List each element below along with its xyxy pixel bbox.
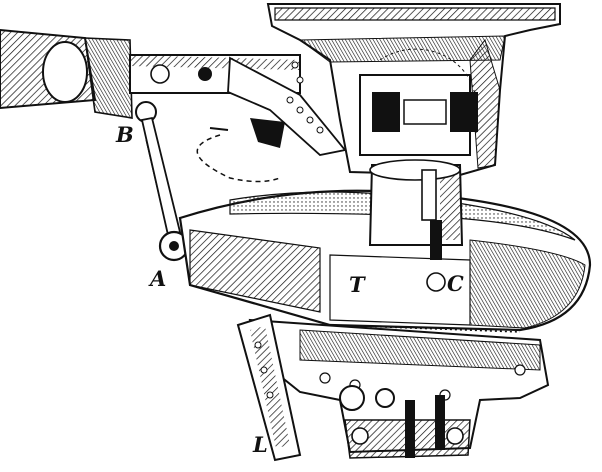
label-l: L [252,432,268,457]
swashplate-ring [178,159,592,333]
lower-hub [248,318,550,459]
label-t: T [349,272,366,297]
upper-column [266,2,561,177]
connecting-rod [135,101,190,262]
left-arm [0,28,347,183]
label-b: B [115,122,134,147]
label-a: A [148,266,166,291]
lever [236,313,302,462]
label-c: C [447,271,464,296]
